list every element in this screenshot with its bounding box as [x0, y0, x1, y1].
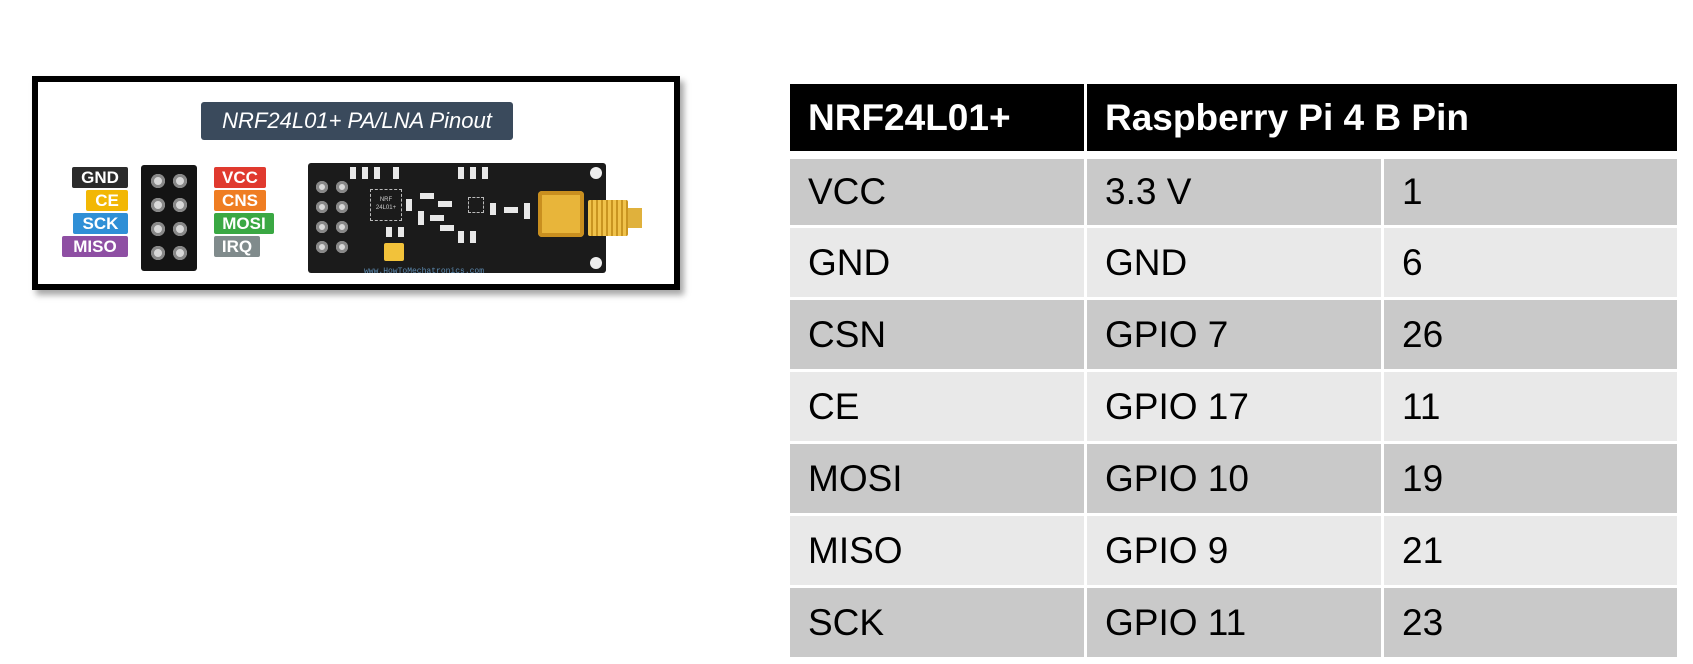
table-row: CE GPIO 17 11: [790, 369, 1677, 441]
pin-label-irq: IRQ: [214, 236, 260, 257]
pinout-title: NRF24L01+ PA/LNA Pinout: [201, 102, 513, 140]
rpi-pin-number-cell: 23: [1384, 585, 1677, 657]
table-row: MISO GPIO 9 21: [790, 513, 1677, 585]
nrf-pin-cell: VCC: [790, 151, 1087, 225]
mounting-hole: [590, 167, 602, 179]
table-row: GND GND 6: [790, 225, 1677, 297]
pin-label-ce: CE: [86, 190, 128, 211]
rpi-signal-cell: GPIO 11: [1087, 585, 1384, 657]
pin-label-mosi: MOSI: [214, 213, 274, 234]
rpi-signal-cell: 3.3 V: [1087, 151, 1384, 225]
table-row: SCK GPIO 11 23: [790, 585, 1677, 657]
nrf-pin-cell: MISO: [790, 513, 1087, 585]
pinout-figure: NRF24L01+ PA/LNA Pinout GND CE SCK MISO …: [32, 76, 680, 290]
pin-label-gnd: GND: [72, 167, 128, 188]
pin-header: [141, 165, 197, 271]
pin-label-vcc: VCC: [214, 167, 266, 188]
rpi-pin-number-cell: 26: [1384, 297, 1677, 369]
watermark-text: www.HowToMechatronics.com: [364, 267, 485, 276]
rpi-signal-cell: GPIO 10: [1087, 441, 1384, 513]
pin-label-sck: SCK: [73, 213, 128, 234]
rpi-signal-cell: GND: [1087, 225, 1384, 297]
sma-connector-base: [538, 191, 584, 237]
rpi-signal-cell: GPIO 9: [1087, 513, 1384, 585]
nrf-pin-cell: CSN: [790, 297, 1087, 369]
header-raspberry-pi-pin: Raspberry Pi 4 B Pin: [1087, 84, 1677, 151]
table-row: VCC 3.3 V 1: [790, 151, 1677, 225]
rpi-pin-number-cell: 21: [1384, 513, 1677, 585]
rpi-signal-cell: GPIO 7: [1087, 297, 1384, 369]
nrf-pin-cell: SCK: [790, 585, 1087, 657]
rpi-pin-number-cell: 11: [1384, 369, 1677, 441]
nrf-pin-cell: MOSI: [790, 441, 1087, 513]
rpi-pin-number-cell: 19: [1384, 441, 1677, 513]
pin-label-cns: CNS: [214, 190, 266, 211]
rpi-pin-number-cell: 6: [1384, 225, 1677, 297]
yellow-capacitor: [384, 243, 404, 261]
nrf-pin-cell: GND: [790, 225, 1087, 297]
header-nrf24l01: NRF24L01+: [790, 84, 1087, 151]
table-row: CSN GPIO 7 26: [790, 297, 1677, 369]
pin-label-miso: MISO: [62, 236, 128, 257]
table-row: MOSI GPIO 10 19: [790, 441, 1677, 513]
rpi-pin-number-cell: 1: [1384, 151, 1677, 225]
mounting-hole: [590, 257, 602, 269]
pin-mapping-table: NRF24L01+ Raspberry Pi 4 B Pin VCC 3.3 V…: [790, 84, 1677, 657]
nrf-pin-cell: CE: [790, 369, 1087, 441]
table-header-row: NRF24L01+ Raspberry Pi 4 B Pin: [790, 84, 1677, 151]
rpi-signal-cell: GPIO 17: [1087, 369, 1384, 441]
sma-antenna-connector: [588, 192, 644, 244]
